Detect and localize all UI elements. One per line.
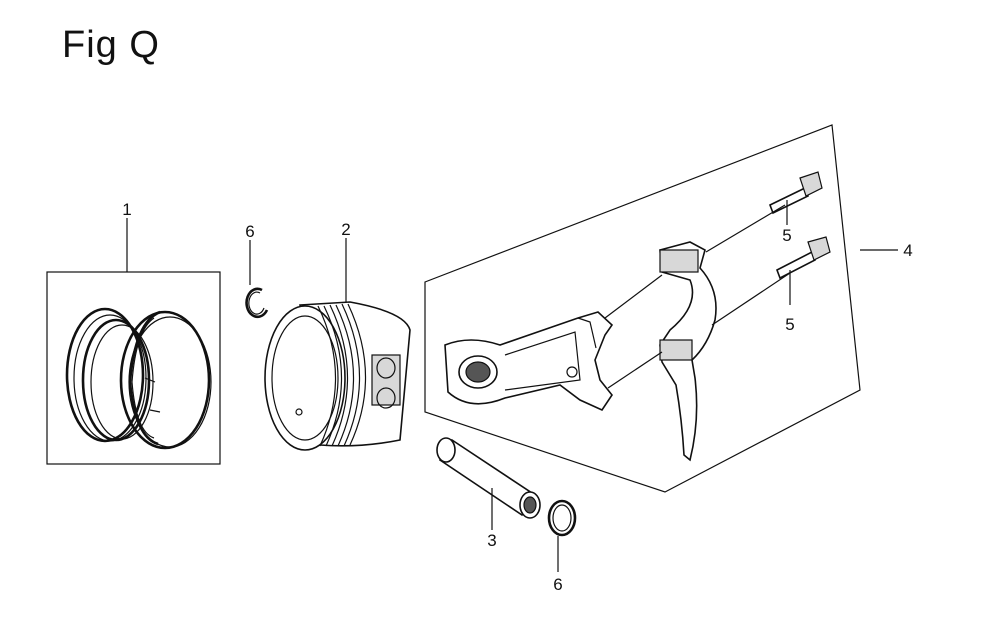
connecting-rod-icon	[444, 311, 614, 412]
piston-icon	[264, 301, 411, 451]
callout-5-label-lower: 5	[785, 315, 794, 334]
callout-4-label: 4	[903, 241, 912, 260]
piston-pin-icon	[436, 437, 541, 519]
bolt-icon	[768, 171, 831, 280]
circlip-icon	[245, 287, 269, 319]
callout-2-label: 2	[341, 220, 350, 239]
guide-lines	[604, 204, 791, 389]
rod-cap-icon	[659, 241, 717, 462]
callout-5-label-upper: 5	[782, 226, 791, 245]
circlip-icon	[547, 499, 577, 537]
callout-6-label-bottom: 6	[553, 575, 562, 594]
callout-1-label: 1	[122, 200, 131, 219]
callout-6-label-left: 6	[245, 222, 254, 241]
callout-3-label: 3	[487, 531, 496, 550]
piston-ring-set-icon	[46, 271, 221, 465]
figure-title: Fig Q	[62, 24, 160, 66]
rod-assembly-outline	[424, 124, 861, 493]
